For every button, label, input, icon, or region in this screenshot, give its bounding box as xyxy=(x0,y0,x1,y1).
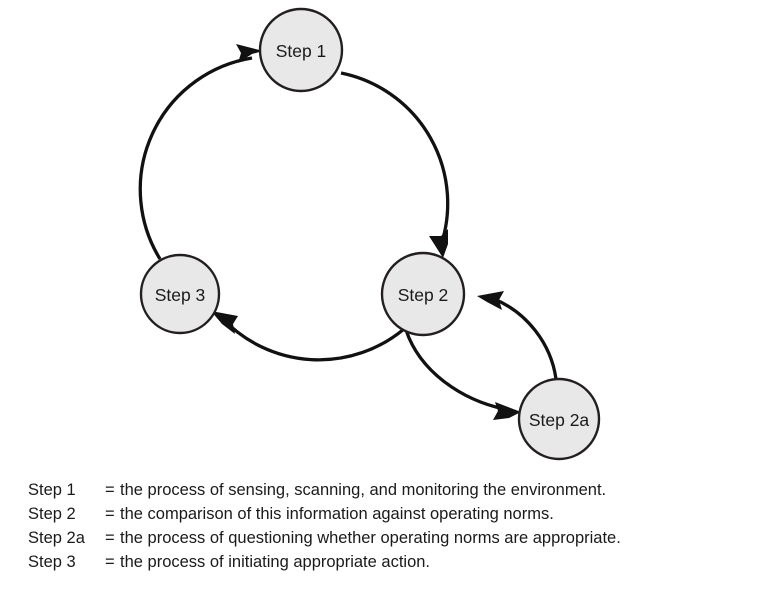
arc-step2-to-step2a xyxy=(404,329,505,411)
node-step1-label: Step 1 xyxy=(276,41,327,61)
node-step3[interactable]: Step 3 xyxy=(139,253,221,335)
arc-step3-to-step1 xyxy=(138,56,253,260)
legend-desc-step2: the comparison of this information again… xyxy=(120,505,554,523)
legend-equals: = xyxy=(105,529,115,547)
cycle-diagram: Step 1 Step 2 Step 3 Step 2a xyxy=(138,7,601,461)
legend-equals: = xyxy=(105,505,115,523)
node-step1-circle xyxy=(258,7,344,93)
legend-equals: = xyxy=(105,553,115,571)
arrowhead-into-step2 xyxy=(429,229,448,258)
arc-step2a-to-step2 xyxy=(493,297,558,380)
arrowhead-into-step2-from-step2a xyxy=(477,291,504,310)
node-step1[interactable]: Step 1 xyxy=(258,7,344,93)
legend-desc-step2a: the process of questioning whether opera… xyxy=(120,529,621,547)
legend-row: Step 1 = the process of sensing, scannin… xyxy=(28,478,758,502)
legend-desc-step1: the process of sensing, scanning, and mo… xyxy=(120,481,607,499)
arrowhead-into-step1 xyxy=(236,44,263,63)
node-step2-label: Step 2 xyxy=(398,285,449,305)
legend-desc-step3: the process of initiating appropriate ac… xyxy=(120,553,431,571)
node-step2[interactable]: Step 2 xyxy=(380,251,466,337)
arc-step2-to-step3 xyxy=(220,316,406,362)
legend-row: Step 3 = the process of initiating appro… xyxy=(28,550,758,574)
legend-key-step3: Step 3 xyxy=(28,553,76,571)
node-step2a[interactable]: Step 2a xyxy=(517,377,601,461)
node-step3-label: Step 3 xyxy=(155,285,206,305)
legend-key-step2: Step 2 xyxy=(28,505,76,523)
node-step2a-label: Step 2a xyxy=(529,410,590,430)
legend-key-step1: Step 1 xyxy=(28,481,76,499)
node-step2-circle xyxy=(380,251,466,337)
legend-equals: = xyxy=(105,481,115,499)
arc-step1-to-step2 xyxy=(340,71,450,249)
legend-key-step2a: Step 2a xyxy=(28,529,85,547)
arrowhead-into-step2a xyxy=(493,402,521,420)
legend-row: Step 2 = the comparison of this informat… xyxy=(28,502,758,526)
arrowhead-into-step3 xyxy=(211,311,238,334)
legend: Step 1 = the process of sensing, scannin… xyxy=(28,478,758,574)
node-step2a-circle xyxy=(517,377,601,461)
node-step3-circle xyxy=(139,253,221,335)
legend-row: Step 2a = the process of questioning whe… xyxy=(28,526,758,550)
